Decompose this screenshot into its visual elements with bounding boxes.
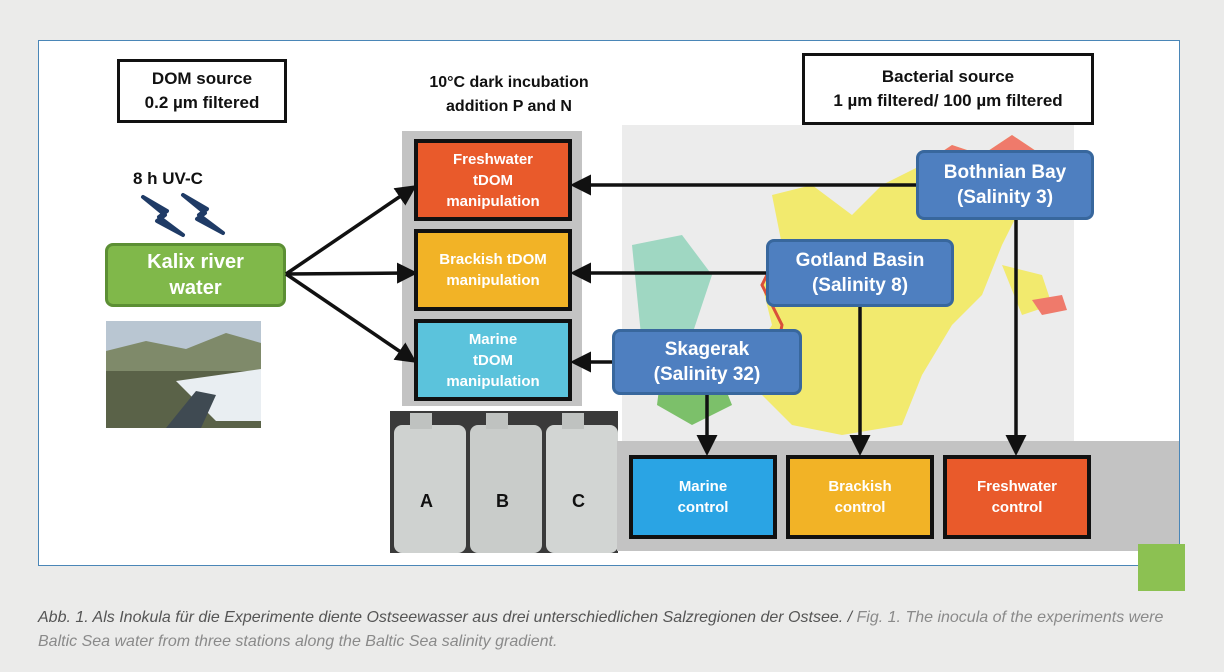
marine-control-line2: control [677,499,729,516]
arrow-kalix-to-freshwater [285,185,417,276]
bacterial-source-box: Bacterial source 1 µm filtered/ 100 µm f… [802,53,1094,125]
dom-source-line2: 0.2 µm filtered [144,93,260,112]
figure-caption: Abb. 1. Als Inokula für die Experimente … [38,606,1188,654]
station-bothnian-line1: Bothnian Bay [943,162,1067,183]
kalix-line1: Kalix river [147,251,244,273]
station-bothnian-line2: (Salinity 3) [956,187,1054,208]
marine-tdom-line2: tDOM [473,351,513,369]
station-gotland-line2: (Salinity 8) [811,275,909,296]
marine-control-box: Marine control [629,455,777,539]
brackish-control-line1: Brackish [828,478,892,495]
brackish-tdom-box: Brackish tDOM manipulation [414,229,572,311]
kalix-river-photo [106,321,261,428]
bacterial-source-line1: Bacterial source [881,67,1015,86]
freshwater-tdom-box: Freshwater tDOM manipulation [414,139,572,221]
brackish-tdom-line1: Brackish tDOM [439,251,547,268]
incubation-line1: 10°C dark incubation [429,74,589,91]
freshwater-control-box: Freshwater control [943,455,1091,539]
brackish-tdom-line2: manipulation [446,272,540,289]
freshwater-tdom-line3: manipulation [446,192,540,210]
canisters-photo: A B C [390,411,618,553]
canister-label-a: A [420,491,433,511]
uv-label: 8 h UV-C [133,169,203,188]
marine-tdom-line3: manipulation [446,372,540,390]
incubation-label: 10°C dark incubation addition P and N [389,71,629,119]
caption-separator: / [843,609,857,626]
freshwater-tdom-line1: Freshwater [452,150,534,168]
brackish-control-line2: control [834,499,886,516]
dom-source-line1: DOM source [151,69,253,88]
caption-german: Abb. 1. Als Inokula für die Experimente … [38,609,844,626]
flow-arrows [285,174,1027,456]
figure-frame: DOM source 0.2 µm filtered 10°C dark inc… [38,40,1180,566]
caption-english: Fig. 1. The inocula of the experiments w… [38,609,1164,650]
station-skagerak: Skagerak (Salinity 32) [612,329,802,395]
canister-label-c: C [572,491,585,511]
freshwater-control-line2: control [991,499,1043,516]
arrow-kalix-to-marine [285,272,417,363]
freshwater-control-line1: Freshwater [976,478,1058,495]
accent-square [1138,544,1185,591]
marine-tdom-line1: Marine [468,330,518,348]
marine-control-line1: Marine [678,478,728,495]
kalix-line2: water [169,277,222,299]
station-skagerak-line2: (Salinity 32) [653,364,761,385]
kalix-river-water-box: Kalix river water [105,243,286,307]
canister-label-b: B [496,491,509,511]
lightning-icon [141,193,225,237]
station-bothnian-bay: Bothnian Bay (Salinity 3) [916,150,1094,220]
brackish-control-box: Brackish control [786,455,934,539]
station-gotland-basin: Gotland Basin (Salinity 8) [766,239,954,307]
bacterial-source-line2: 1 µm filtered/ 100 µm filtered [833,91,1063,110]
arrow-kalix-to-brackish [285,262,418,284]
dom-source-box: DOM source 0.2 µm filtered [117,59,287,123]
freshwater-tdom-line2: tDOM [473,171,513,189]
incubation-line2: addition P and N [446,98,572,115]
station-gotland-line1: Gotland Basin [795,250,925,271]
station-skagerak-line1: Skagerak [664,339,750,360]
